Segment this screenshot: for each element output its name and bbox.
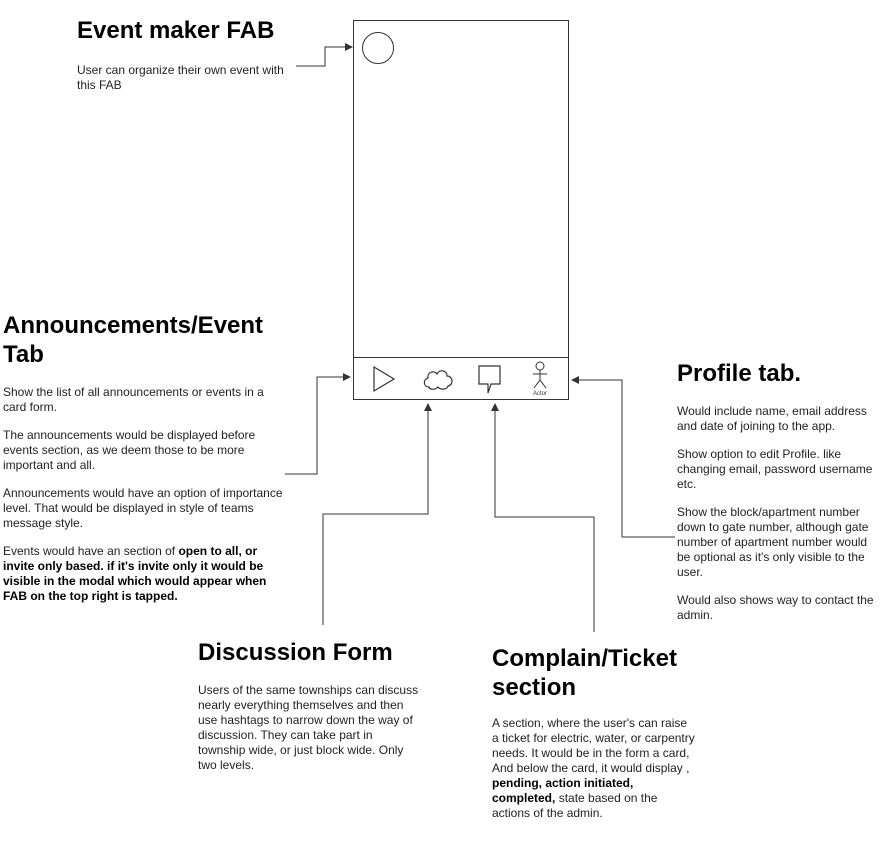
bottom-tab-bar — [353, 357, 569, 400]
play-icon[interactable] — [371, 364, 397, 394]
discussion-p1: Users of the same townships can discuss … — [198, 683, 419, 772]
connector-complain — [491, 403, 595, 632]
actor-label: Actor — [532, 391, 547, 397]
connector-announcements — [285, 373, 351, 475]
discussion-title: Discussion Form — [198, 639, 393, 666]
profile-p4: Would also shows way to contact the admi… — [677, 593, 874, 622]
complain-p1-pre: A section, where the user's can raise a … — [492, 716, 695, 775]
profile-title: Profile tab. — [677, 360, 802, 387]
connector-discussion — [322, 403, 432, 625]
announcements-p4-bold: open to all, or invite only based. if it… — [3, 544, 267, 603]
complain-p1: A section, where the user's can raise a … — [492, 716, 697, 821]
complain-title: Complain/Ticket section — [492, 645, 677, 701]
actor-icon[interactable] — [529, 360, 551, 390]
event-fab-desc: User can organize their own event with t… — [77, 63, 284, 92]
announcements-text: Show the list of all announcements or ev… — [3, 385, 288, 617]
connector-profile — [571, 376, 675, 538]
event-fab-button[interactable] — [362, 32, 394, 64]
connector-event-fab — [296, 43, 353, 67]
profile-text: Would include name, email address and da… — [677, 404, 877, 636]
event-fab-title: Event maker FAB — [77, 17, 275, 44]
announcements-p3: Announcements would have an option of im… — [3, 486, 283, 530]
announcements-p2: The announcements would be displayed bef… — [3, 428, 256, 472]
profile-p2: Show option to edit Profile. like changi… — [677, 447, 873, 491]
cloud-icon[interactable] — [421, 366, 455, 392]
phone-frame — [353, 20, 569, 400]
announcements-p1: Show the list of all announcements or ev… — [3, 385, 264, 414]
announcements-p4-pre: Events would have an section of — [3, 544, 179, 558]
callout-icon[interactable] — [477, 364, 503, 396]
complain-p1-bold: pending, action initiated, completed, — [492, 776, 634, 805]
announcements-p4: Events would have an section of open to … — [3, 544, 288, 604]
complain-p1-post: state based on the actions of the admin. — [492, 791, 658, 820]
announcements-title: Announcements/Event Tab — [3, 312, 264, 368]
profile-p1: Would include name, email address and da… — [677, 404, 867, 433]
profile-p3: Show the block/apartment number down to … — [677, 505, 869, 579]
